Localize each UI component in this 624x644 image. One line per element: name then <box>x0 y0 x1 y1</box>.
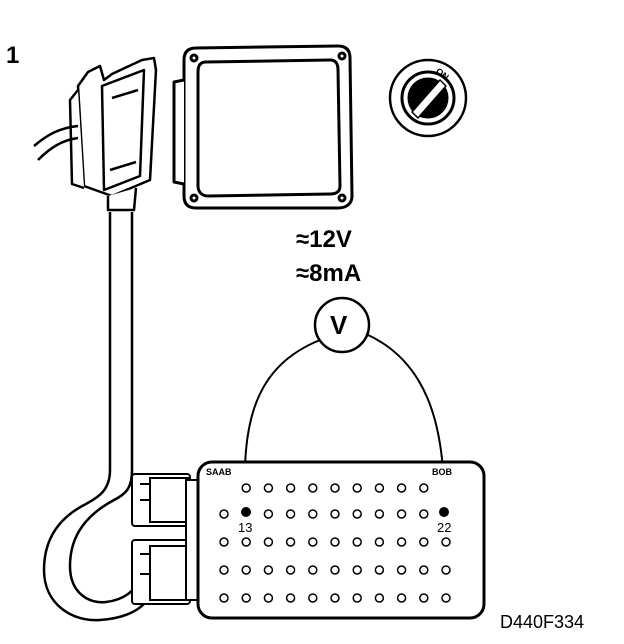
breakout-pin <box>330 483 340 493</box>
breakout-pin <box>308 565 318 575</box>
breakout-pin <box>330 509 340 519</box>
breakout-pin <box>374 483 385 493</box>
breakout-pin <box>219 509 229 519</box>
breakout-pin <box>330 593 340 603</box>
breakout-pin <box>374 509 385 519</box>
breakout-pin <box>374 565 385 575</box>
breakout-pin <box>352 593 362 603</box>
breakout-pin <box>219 537 229 547</box>
breakout-pin <box>285 483 296 493</box>
breakout-box <box>196 460 486 620</box>
breakout-pin <box>330 565 340 575</box>
breakout-pin <box>396 593 407 603</box>
breakout-pin <box>396 565 407 575</box>
breakout-pin <box>374 537 385 547</box>
ignition-switch <box>388 58 468 138</box>
breakout-pin <box>263 593 274 603</box>
current-reading: ≈8mA <box>296 260 362 287</box>
harness-cable <box>42 212 152 622</box>
breakout-pin <box>308 537 318 547</box>
plug-wires <box>33 124 79 161</box>
breakout-pin <box>441 593 451 603</box>
voltage-reading: ≈12V <box>296 226 352 253</box>
breakout-pin <box>241 483 251 493</box>
breakout-pin <box>419 537 429 547</box>
breakout-pin <box>263 565 274 575</box>
control-module <box>172 44 354 210</box>
breakout-pin <box>285 565 296 575</box>
breakout-pin <box>396 483 407 493</box>
breakout-pin <box>285 537 296 547</box>
breakout-pin <box>263 537 274 547</box>
breakout-side-connectors <box>131 473 199 605</box>
breakout-pin <box>285 593 296 603</box>
breakout-pin <box>419 509 429 519</box>
breakout-pin <box>374 593 385 603</box>
breakout-brand-left: SAAB <box>206 467 232 477</box>
breakout-pin <box>396 509 407 519</box>
breakout-pin <box>241 537 251 547</box>
breakout-pin <box>441 565 451 575</box>
breakout-pin <box>263 509 274 519</box>
breakout-pin <box>330 537 340 547</box>
breakout-pin <box>285 509 296 519</box>
breakout-pin-grid <box>219 483 451 603</box>
pin-label-13: 13 <box>238 520 253 535</box>
harness-connector-plug <box>68 56 158 212</box>
breakout-pin <box>441 537 451 547</box>
voltmeter-symbol: V <box>330 310 348 340</box>
pin-label-22: 22 <box>437 520 452 535</box>
breakout-pin <box>219 565 229 575</box>
probe-contacts <box>241 507 449 517</box>
breakout-pin <box>308 593 318 603</box>
breakout-pin <box>352 537 362 547</box>
breakout-pin <box>352 565 362 575</box>
breakout-pin <box>419 483 429 493</box>
breakout-pin <box>352 483 362 493</box>
breakout-pin <box>308 483 318 493</box>
breakout-pin <box>396 537 407 547</box>
breakout-pin <box>352 509 362 519</box>
breakout-pin <box>419 565 429 575</box>
breakout-pin <box>308 509 318 519</box>
voltmeter <box>313 296 371 354</box>
breakout-pin <box>219 593 229 603</box>
step-number: 1 <box>6 42 20 69</box>
breakout-pin <box>263 483 274 493</box>
breakout-brand-right: BOB <box>432 467 452 477</box>
figure-reference: D440F334 <box>500 612 585 632</box>
breakout-pin <box>419 593 429 603</box>
breakout-pin <box>241 565 251 575</box>
breakout-pin <box>241 593 251 603</box>
